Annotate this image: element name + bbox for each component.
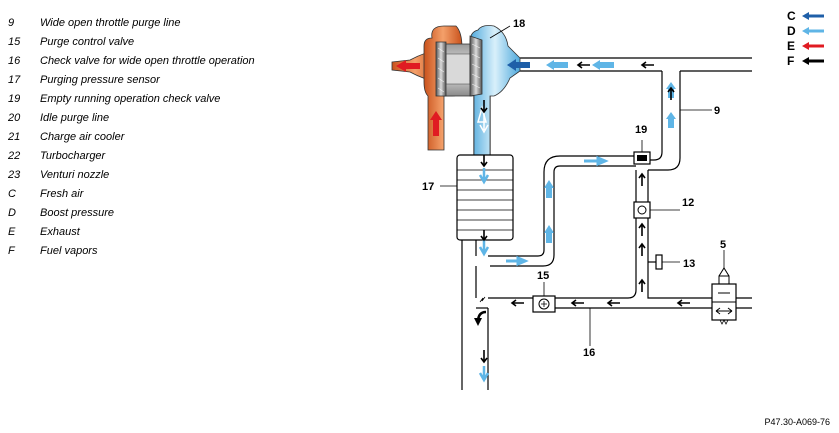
arrow-key-label-c: C xyxy=(787,9,796,23)
legend-text: Wide open throttle purge line xyxy=(40,17,181,29)
legend-code: 20 xyxy=(8,112,21,124)
arrow-key-swatch-d xyxy=(802,27,824,35)
legend-text: Turbocharger xyxy=(40,150,106,162)
legend-list: 9 Wide open throttle purge line 15 Purge co… xyxy=(8,14,255,261)
legend-item: 15 Purge control valve xyxy=(8,33,255,52)
legend-item: 21 Charge air cooler xyxy=(8,128,255,147)
fresh-air-arrow xyxy=(507,59,530,71)
legend-code: 9 xyxy=(8,17,15,29)
arrow-key-label-d: D xyxy=(787,24,796,38)
legend-text: Fuel vapors xyxy=(40,245,98,257)
legend-item: 20 Idle purge line xyxy=(8,109,255,128)
legend-code: C xyxy=(8,188,16,200)
legend-code: 19 xyxy=(8,93,21,105)
leader-lines xyxy=(440,25,725,346)
legend-text: Purge control valve xyxy=(40,36,135,48)
charge-air-cooler xyxy=(456,154,514,241)
callout-17: 17 xyxy=(422,181,434,193)
legend-code: 16 xyxy=(8,55,21,67)
callout-18: 18 xyxy=(513,18,525,30)
callout-15: 15 xyxy=(537,270,549,282)
exhaust-arrow xyxy=(396,60,442,136)
legend-item: 23 Venturi nozzle xyxy=(8,166,255,185)
legend-code: E xyxy=(8,226,16,238)
legend-item: 16 Check valve for wide open throttle ope… xyxy=(8,52,255,71)
turbocharger xyxy=(391,25,521,156)
arrow-key-swatch-e xyxy=(802,42,824,50)
legend-text: Empty running operation check valve xyxy=(40,93,221,105)
callout-9: 9 xyxy=(714,105,720,117)
legend-text: Fresh air xyxy=(40,188,84,200)
legend-code: F xyxy=(8,245,15,257)
callout-19: 19 xyxy=(635,124,647,136)
legend-code: 22 xyxy=(8,150,21,162)
legend-text: Exhaust xyxy=(40,226,80,238)
arrow-key-swatch-f xyxy=(802,57,824,65)
purge-control-valve xyxy=(532,295,556,313)
legend-text: Venturi nozzle xyxy=(40,169,110,181)
legend-item: E Exhaust xyxy=(8,223,255,242)
component-13 xyxy=(648,254,663,270)
legend-text: Boost pressure xyxy=(40,207,114,219)
empty-running-check-valve xyxy=(633,151,651,165)
legend-code: 23 xyxy=(8,169,21,181)
legend-item: 19 Empty running operation check valve xyxy=(8,90,255,109)
legend-code: 17 xyxy=(8,74,21,86)
fuel-vapor-arrows xyxy=(480,61,690,364)
callout-12: 12 xyxy=(682,197,694,209)
boost-arrows xyxy=(477,60,676,383)
legend-item: 9 Wide open throttle purge line xyxy=(8,14,255,33)
callout-16: 16 xyxy=(583,347,595,359)
legend-text: Check valve for wide open throttle opera… xyxy=(40,55,255,67)
arrow-key-label-e: E xyxy=(787,39,795,53)
venturi-nozzle xyxy=(474,296,487,326)
callouts: 18 9 19 17 12 5 13 15 16 xyxy=(422,18,726,359)
legend-text: Idle purge line xyxy=(40,112,110,124)
legend-code: 15 xyxy=(8,36,21,48)
legend-code: 21 xyxy=(8,131,21,143)
check-valve-12 xyxy=(633,201,651,219)
legend-item: F Fuel vapors xyxy=(8,242,255,261)
callout-13: 13 xyxy=(683,258,695,270)
legend-item: C Fresh air xyxy=(8,185,255,204)
valve-5 xyxy=(711,267,737,325)
legend-text: Purging pressure sensor xyxy=(40,74,160,86)
arrow-key-swatch-c xyxy=(802,12,824,20)
figure-reference: P47.30-A069-76 xyxy=(764,417,830,427)
legend-item: 17 Purging pressure sensor xyxy=(8,71,255,90)
arrow-key-label-f: F xyxy=(787,54,794,68)
legend-item: 22 Turbocharger xyxy=(8,147,255,166)
flow-arrows xyxy=(396,59,690,383)
callout-5: 5 xyxy=(720,239,726,251)
legend-item: D Boost pressure xyxy=(8,204,255,223)
legend-text: Charge air cooler xyxy=(40,131,125,143)
legend-code: D xyxy=(8,207,16,219)
